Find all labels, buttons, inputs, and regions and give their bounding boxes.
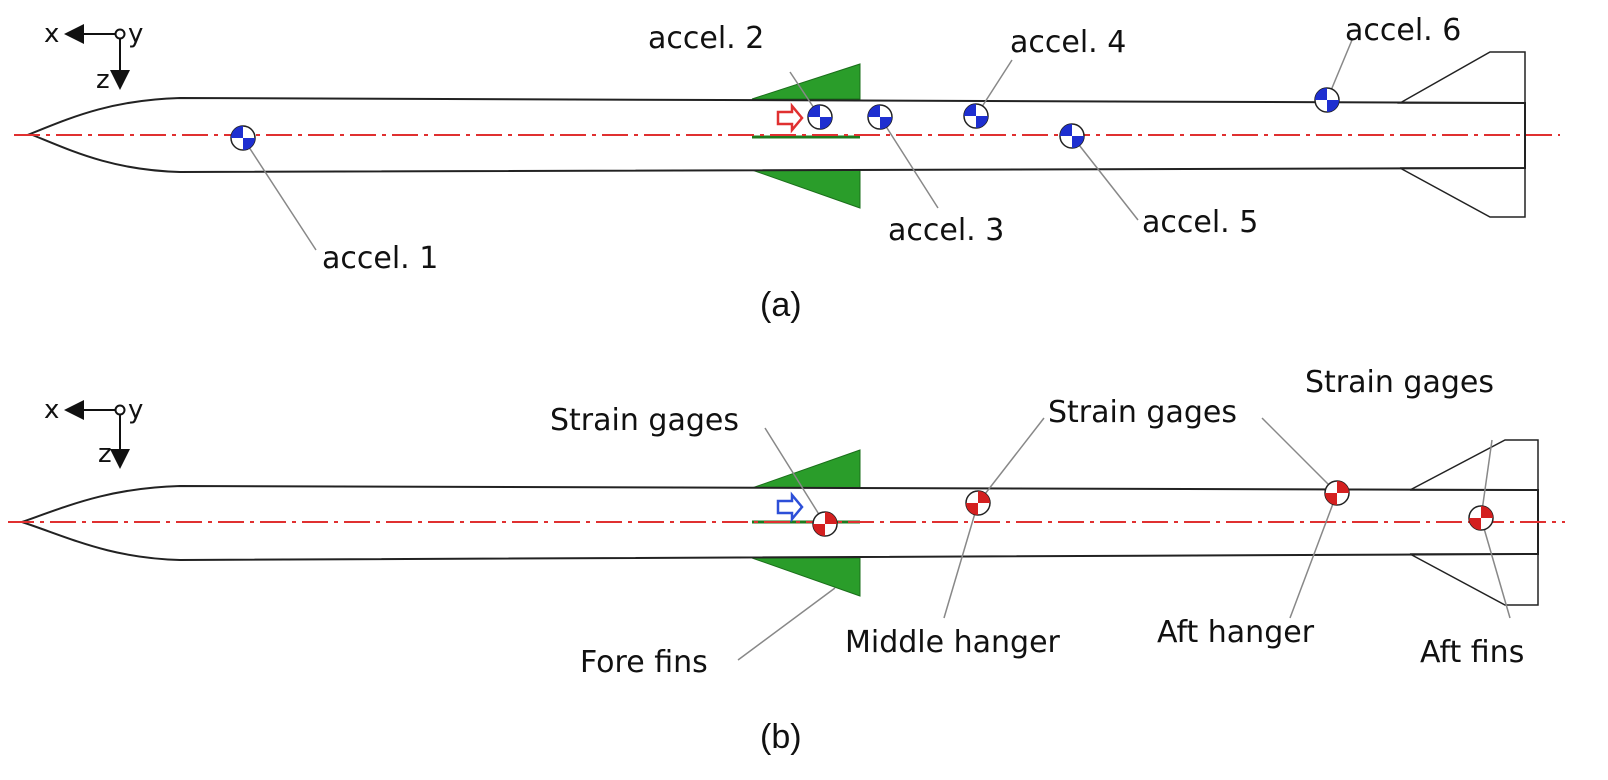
caption-b: (b)	[760, 718, 802, 756]
strain-gages-label-fore: Strain gages	[550, 403, 739, 438]
accel-1-label: accel. 1	[322, 241, 438, 276]
fore-fin-lower	[751, 557, 861, 597]
accel-3-label: accel. 3	[888, 213, 1004, 248]
accel-4-label: accel. 4	[1010, 25, 1126, 60]
accel-3-marker	[867, 104, 893, 130]
strain-gage-markers	[812, 480, 1494, 537]
strain-gage-middle-marker	[965, 490, 991, 516]
aft-fins-label: Aft fins	[1420, 635, 1524, 670]
aft-fin-upper	[1397, 51, 1526, 104]
x-axis-label: x	[44, 395, 59, 425]
axis-triad-b: x y z	[44, 395, 143, 469]
x-axis-label: x	[44, 19, 59, 49]
accel-6-marker	[1314, 87, 1340, 113]
aft-fin-upper	[1409, 439, 1539, 491]
arrow-a	[776, 102, 804, 134]
fore-fin-upper	[751, 449, 861, 489]
accel-1-marker	[230, 125, 256, 151]
accel-6-label: accel. 6	[1345, 13, 1461, 48]
accel-4-marker	[963, 103, 989, 129]
leader-lines-b	[737, 417, 1511, 661]
y-axis-label: y	[128, 19, 143, 49]
strain-gage-aft-hanger-marker	[1324, 480, 1350, 506]
y-axis-label: y	[128, 395, 143, 425]
fore-fins-label: Fore fins	[580, 645, 708, 680]
aft-fin-lower	[1409, 553, 1539, 606]
z-axis-label: z	[98, 439, 112, 469]
aft-fin-lower	[1399, 167, 1526, 218]
arrow-b	[776, 491, 804, 523]
accel-5-label: accel. 5	[1142, 205, 1258, 240]
strain-gage-fore-marker	[812, 511, 838, 537]
strain-gages-label-middle: Strain gages	[1048, 395, 1237, 430]
caption-a: (a)	[760, 286, 802, 324]
accel-2-label: accel. 2	[648, 21, 764, 56]
panel-a: x y z	[14, 13, 1560, 324]
accel-5-marker	[1059, 123, 1085, 149]
accel-2-marker	[807, 104, 833, 130]
fore-fin-lower	[751, 169, 861, 209]
rocket-body-a	[27, 96, 1526, 174]
accelerometer-markers	[230, 87, 1340, 151]
axis-triad-a: x y z	[44, 19, 143, 95]
z-axis-label: z	[96, 65, 110, 95]
panel-b: x y z	[8, 365, 1565, 756]
fore-fin-upper	[751, 63, 861, 100]
middle-hanger-label: Middle hanger	[845, 625, 1061, 660]
aft-hanger-label: Aft hanger	[1157, 615, 1315, 650]
strain-gage-aft-fin-marker	[1468, 505, 1494, 531]
strain-gages-label-aft-fin: Strain gages	[1305, 365, 1494, 400]
